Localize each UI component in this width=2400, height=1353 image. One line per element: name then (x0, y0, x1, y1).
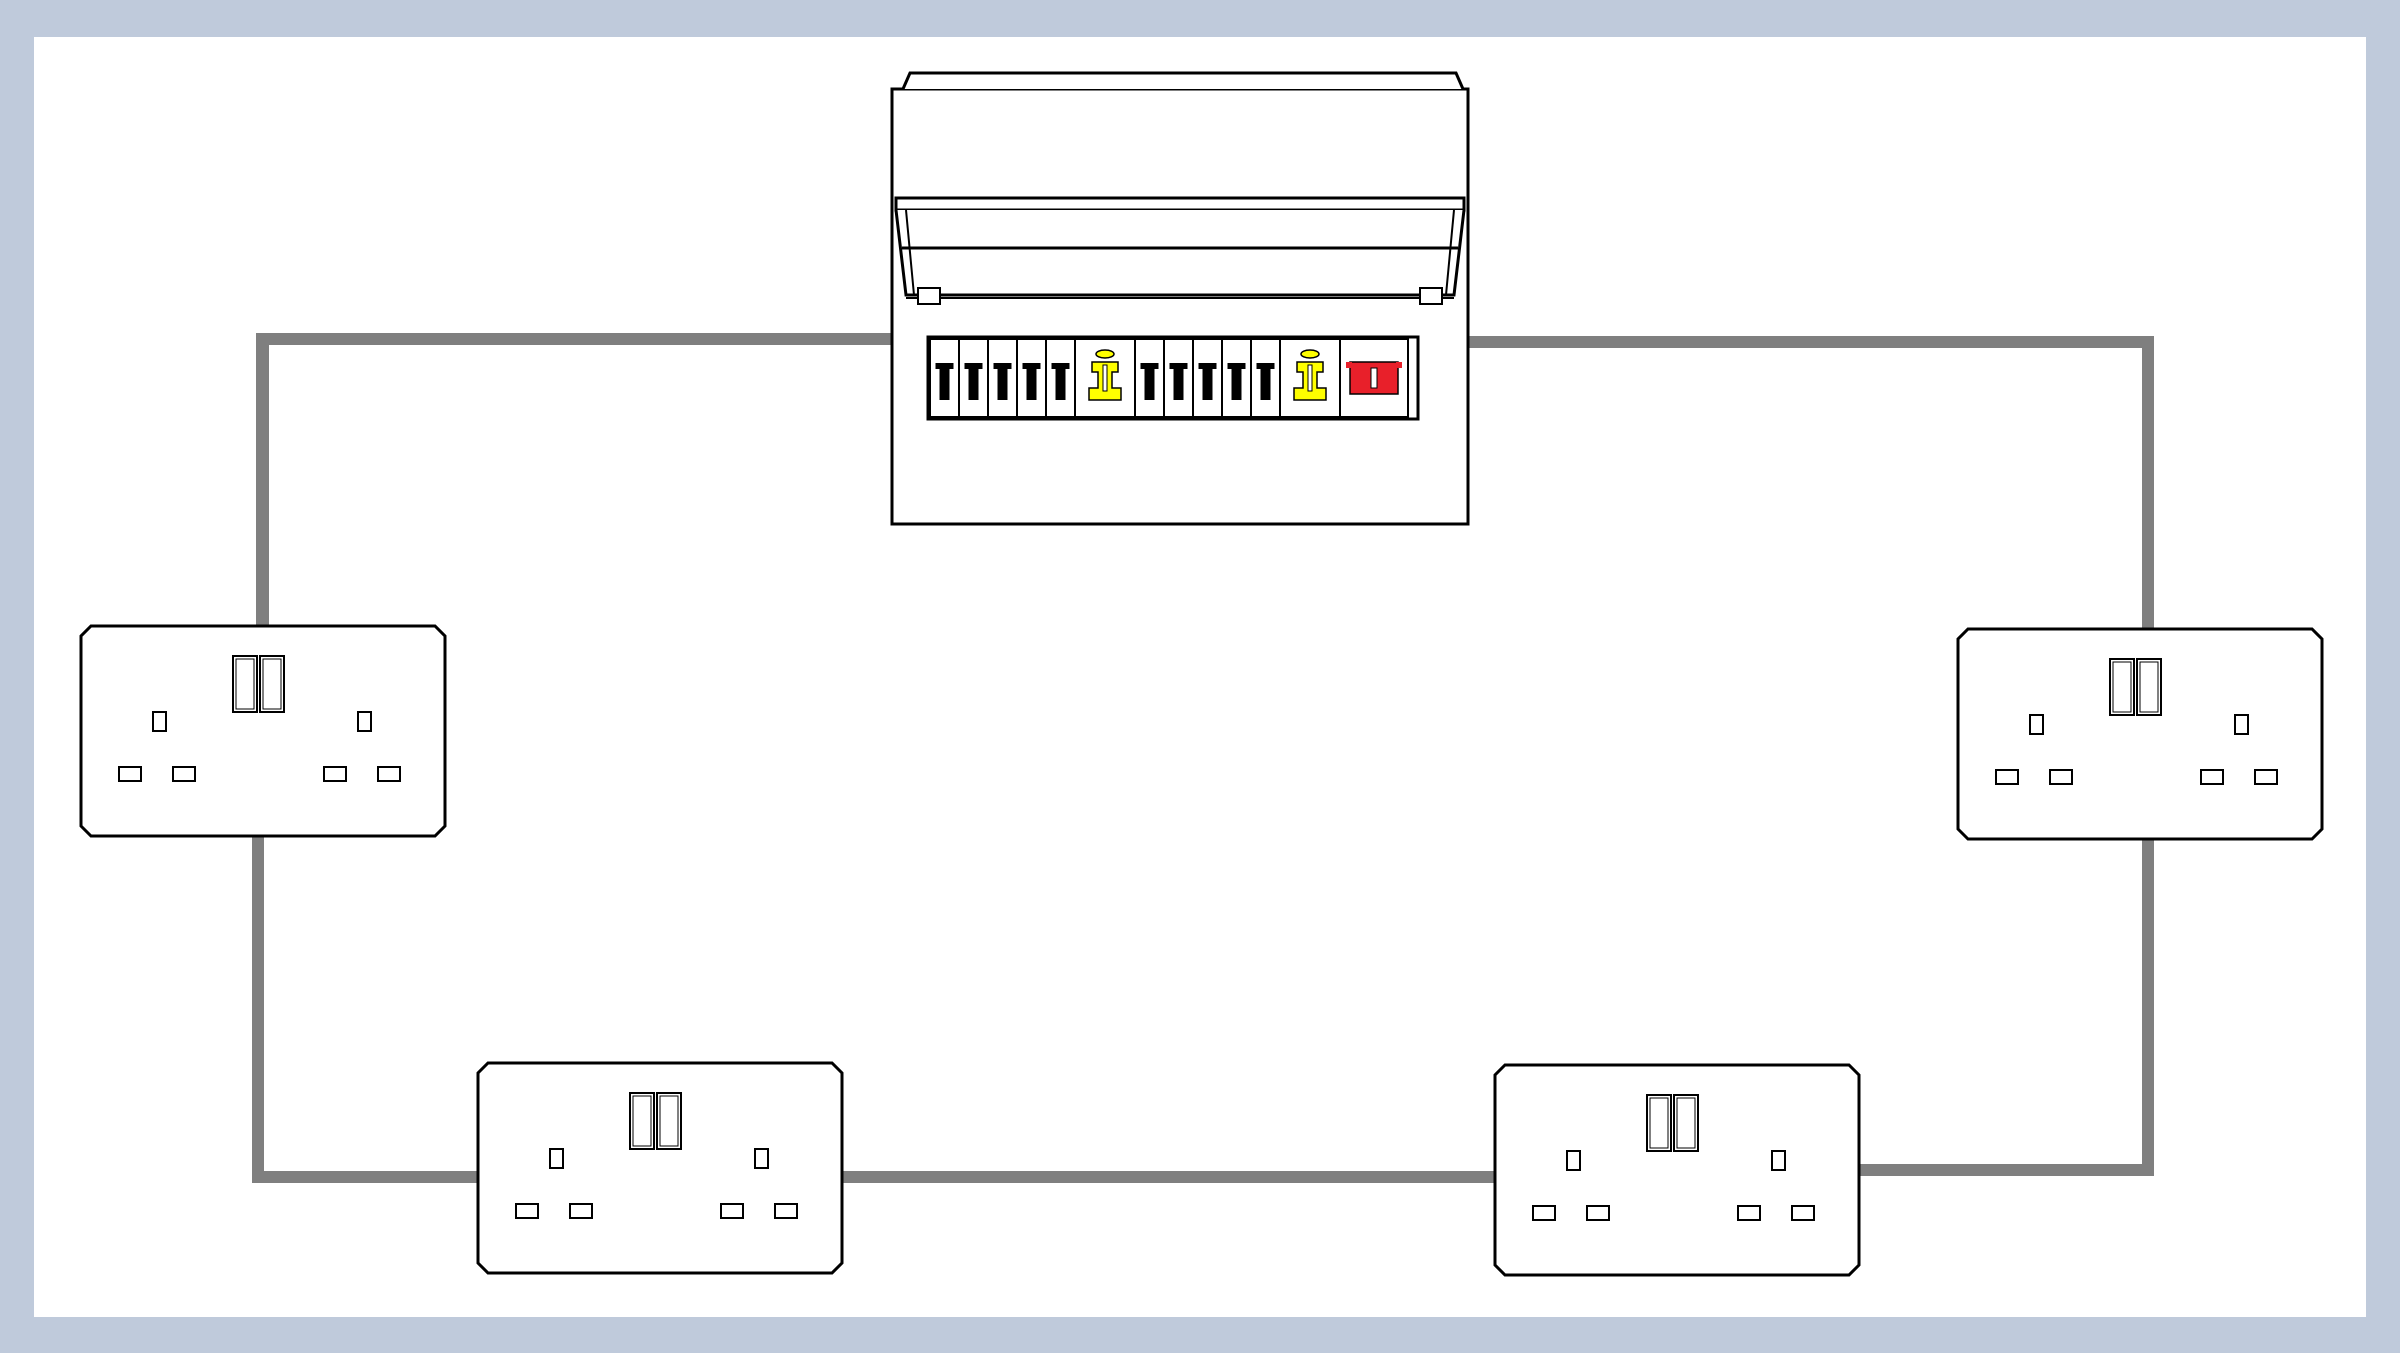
neutral-pin-slot (515, 1203, 539, 1219)
mcb-breaker-4[interactable] (1016, 338, 1047, 418)
live-pin-slot (569, 1203, 593, 1219)
neutral-pin-slot (118, 766, 142, 782)
socket-outlet-right[interactable] (323, 711, 401, 782)
socket-outlet-right[interactable] (2200, 714, 2278, 785)
rcd-test-button[interactable] (1300, 349, 1320, 359)
socket-group (79, 624, 2324, 1277)
neutral-pin-slot (323, 766, 347, 782)
neutral-pin-slot (1737, 1205, 1761, 1221)
mcb-breaker-2[interactable] (958, 338, 989, 418)
socket-outlet-right[interactable] (1737, 1150, 1815, 1221)
mcb-breaker-3[interactable] (987, 338, 1018, 418)
mcb-toggle[interactable] (1026, 366, 1037, 400)
socket-switch-right[interactable] (656, 1092, 682, 1150)
mcb-toggle[interactable] (1202, 366, 1213, 400)
lid-latch-right (1419, 287, 1443, 305)
consumer-unit-body (890, 87, 1470, 526)
rcd-breaker-12[interactable] (1279, 338, 1341, 418)
mcb-breaker-1[interactable] (929, 338, 960, 418)
mcb-toggle[interactable] (939, 366, 950, 400)
consumer-unit (890, 71, 1470, 526)
live-pin-slot (377, 766, 401, 782)
socket-outlet-left[interactable] (118, 711, 196, 782)
mcb-breaker-7[interactable] (1134, 338, 1165, 418)
socket-bottom-right[interactable] (1493, 1063, 1861, 1277)
socket-outlet-right[interactable] (720, 1148, 798, 1219)
socket-switch-left[interactable] (2109, 658, 2135, 716)
earth-pin-slot (2029, 714, 2044, 735)
mcb-breaker-9[interactable] (1192, 338, 1223, 418)
mcb-toggle[interactable] (968, 366, 979, 400)
live-pin-slot (774, 1203, 798, 1219)
rcd-test-button[interactable] (1095, 349, 1115, 359)
mcb-breaker-11[interactable] (1250, 338, 1281, 418)
socket-switch-left[interactable] (232, 655, 258, 713)
consumer-unit-top-lip (901, 71, 1465, 90)
socket-bottom-left[interactable] (476, 1061, 844, 1275)
lid-latch-left (917, 287, 941, 305)
earth-pin-slot (152, 711, 167, 732)
mcb-breaker-8[interactable] (1163, 338, 1194, 418)
mcb-breaker-10[interactable] (1221, 338, 1252, 418)
earth-pin-slot (754, 1148, 769, 1169)
mcb-toggle[interactable] (1173, 366, 1184, 400)
earth-pin-slot (2234, 714, 2249, 735)
earth-pin-slot (1566, 1150, 1581, 1171)
mcb-breaker-5[interactable] (1045, 338, 1076, 418)
breaker-row (929, 338, 1409, 418)
mcb-toggle[interactable] (1231, 366, 1242, 400)
earth-pin-slot (357, 711, 372, 732)
socket-faceplate (1493, 1063, 1861, 1277)
socket-faceplate (79, 624, 447, 838)
main-switch-breaker-13[interactable] (1339, 338, 1409, 418)
live-pin-slot (172, 766, 196, 782)
mcb-toggle[interactable] (1260, 366, 1271, 400)
earth-pin-slot (1771, 1150, 1786, 1171)
socket-outlet-left[interactable] (1995, 714, 2073, 785)
neutral-pin-slot (720, 1203, 744, 1219)
live-pin-slot (2049, 769, 2073, 785)
earth-pin-slot (549, 1148, 564, 1169)
live-pin-slot (2254, 769, 2278, 785)
mcb-toggle[interactable] (997, 366, 1008, 400)
neutral-pin-slot (1995, 769, 2019, 785)
mcb-toggle[interactable] (1055, 366, 1066, 400)
socket-switch-left[interactable] (629, 1092, 655, 1150)
ring-cable-loop (252, 333, 2154, 1183)
live-pin-slot (1586, 1205, 1610, 1221)
rcd-breaker-6[interactable] (1074, 338, 1136, 418)
consumer-unit-lid[interactable] (894, 196, 1466, 305)
socket-faceplate (1956, 627, 2324, 841)
neutral-pin-slot (2200, 769, 2224, 785)
socket-top-right[interactable] (1956, 627, 2324, 841)
socket-switch-right[interactable] (1673, 1094, 1699, 1152)
socket-switch-right[interactable] (259, 655, 285, 713)
socket-switch-right[interactable] (2136, 658, 2162, 716)
live-pin-slot (1791, 1205, 1815, 1221)
mcb-toggle[interactable] (1144, 366, 1155, 400)
socket-outlet-left[interactable] (1532, 1150, 1610, 1221)
socket-outlet-left[interactable] (515, 1148, 593, 1219)
socket-faceplate (476, 1061, 844, 1275)
socket-top-left[interactable] (79, 624, 447, 838)
socket-switch-left[interactable] (1646, 1094, 1672, 1152)
neutral-pin-slot (1532, 1205, 1556, 1221)
